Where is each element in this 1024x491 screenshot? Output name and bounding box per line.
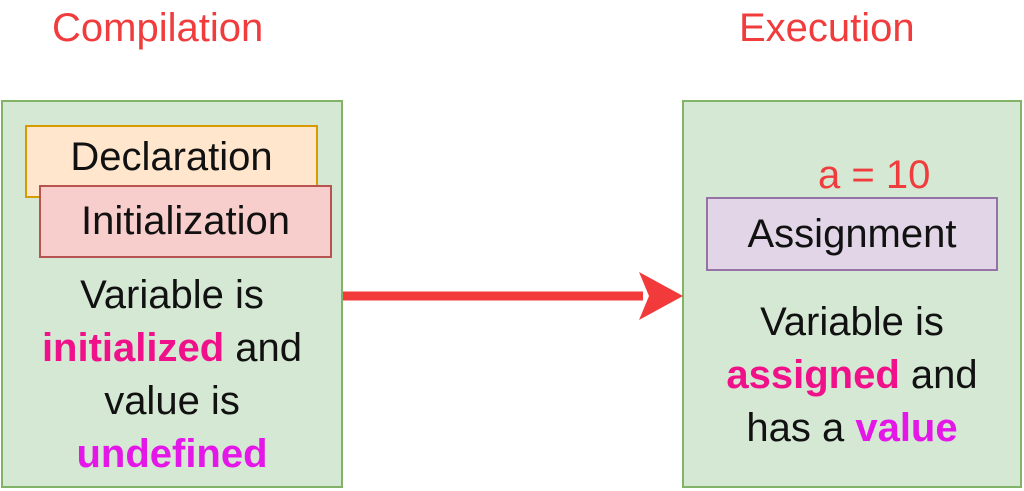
execution-desc-and: and [899, 353, 978, 397]
assignment-code: a = 10 [818, 153, 931, 197]
execution-desc-line-3: has a value [683, 402, 1021, 455]
initialization-label: Initialization [80, 199, 290, 243]
compilation-desc-line-1: Variable is [80, 273, 264, 317]
assigned-highlight: assigned [726, 353, 900, 397]
assignment-label: Assignment [747, 212, 957, 256]
compilation-heading: Compilation [52, 6, 264, 50]
compilation-desc-line-3: value is [104, 379, 240, 423]
flow-arrow-head [639, 272, 683, 320]
value-highlight: value [855, 406, 958, 450]
execution-desc-line-2: assigned and [683, 349, 1021, 402]
execution-heading: Execution [739, 6, 915, 50]
initialization-box: Initialization [39, 185, 332, 258]
execution-desc-has-a: has a [746, 406, 856, 450]
flow-arrow [343, 272, 683, 320]
execution-desc-line-1: Variable is [760, 300, 944, 344]
compilation-desc-line-2: initialized and [2, 322, 342, 375]
compilation-desc-and: and [224, 326, 303, 370]
execution-description: Variable is assigned and has a value [683, 296, 1021, 455]
compilation-desc-line-4: undefined [2, 428, 342, 481]
execution-panel [682, 100, 1022, 488]
declaration-label: Declaration [70, 135, 273, 179]
assignment-box: Assignment [706, 197, 998, 271]
initialized-highlight: initialized [41, 326, 225, 370]
undefined-highlight: undefined [76, 432, 268, 476]
compilation-description: Variable is initialized and value is und… [2, 269, 342, 481]
